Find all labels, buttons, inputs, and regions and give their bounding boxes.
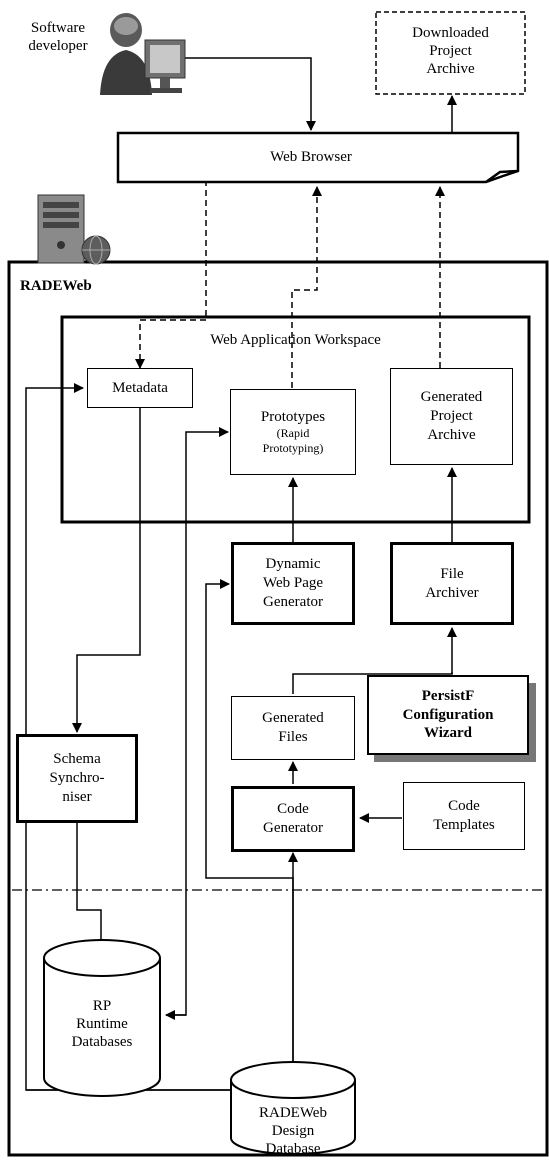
code-templates-box: Code Templates — [403, 782, 525, 850]
prototypes-box: Prototypes (Rapid Prototyping) — [230, 389, 356, 475]
code-generator-box: Code Generator — [231, 786, 355, 852]
runtime-to-prototypes-arrow — [166, 427, 229, 1016]
code-templates-label: Code Templates — [433, 798, 495, 833]
web-browser-label: Web Browser — [270, 149, 352, 165]
prototypes-label: Prototypes — [260, 408, 326, 425]
persistf-wizard-box: PersistF Configuration Wizard — [367, 675, 529, 755]
metadata-label: Metadata — [112, 379, 168, 396]
downloaded-archive-box — [375, 11, 526, 95]
file-archiver-box: File Archiver — [390, 542, 514, 625]
generated-files-box: Generated Files — [231, 696, 355, 760]
code-generator-label: Code Generator — [263, 801, 323, 836]
runtime-database-cylinder — [43, 939, 161, 1097]
generated-archive-box: Generated Project Archive — [390, 368, 513, 465]
schema-synchroniser-box: Schema Synchro- niser — [16, 734, 138, 823]
metadata-to-schema-arrow — [72, 408, 141, 733]
downloaded-archive-label: Downloaded Project Archive — [412, 25, 489, 77]
design-database-cylinder — [230, 1061, 356, 1155]
generated-files-label: Generated Files — [262, 710, 324, 745]
runtime-database-label: RP Runtime Databases — [71, 998, 133, 1050]
prototypes-sublabel: (Rapid Prototyping) — [262, 426, 324, 456]
developer-label: Software developer — [28, 20, 88, 54]
developer-to-browser-arrow — [180, 57, 316, 131]
server-icon — [37, 194, 111, 265]
dynamic-generator-label: Dynamic Web Page Generator — [262, 556, 324, 610]
file-archiver-label: File Archiver — [425, 565, 479, 601]
persistf-wizard-label: PersistF Configuration Wizard — [402, 687, 494, 742]
prototypes-to-browser-arrow — [291, 186, 322, 388]
files-to-archiver-arrow — [292, 627, 457, 694]
browser-to-metadata-arrow — [135, 180, 207, 369]
workspace-frame — [60, 315, 531, 524]
metadata-box: Metadata — [87, 368, 193, 408]
schema-synchroniser-label: Schema Synchro- niser — [49, 751, 105, 805]
schema-to-runtime-arrow — [76, 823, 106, 963]
design-database-label: RADEWeb Design Database — [259, 1105, 327, 1157]
web-browser-shape — [116, 131, 520, 184]
dynamic-generator-box: Dynamic Web Page Generator — [231, 542, 355, 625]
developer-icon — [100, 13, 186, 95]
radeweb-frame — [7, 260, 549, 1157]
system-name-label: RADEWeb — [20, 278, 92, 294]
workspace-title: Web Application Workspace — [210, 332, 381, 348]
generated-archive-label: Generated Project Archive — [420, 389, 483, 443]
